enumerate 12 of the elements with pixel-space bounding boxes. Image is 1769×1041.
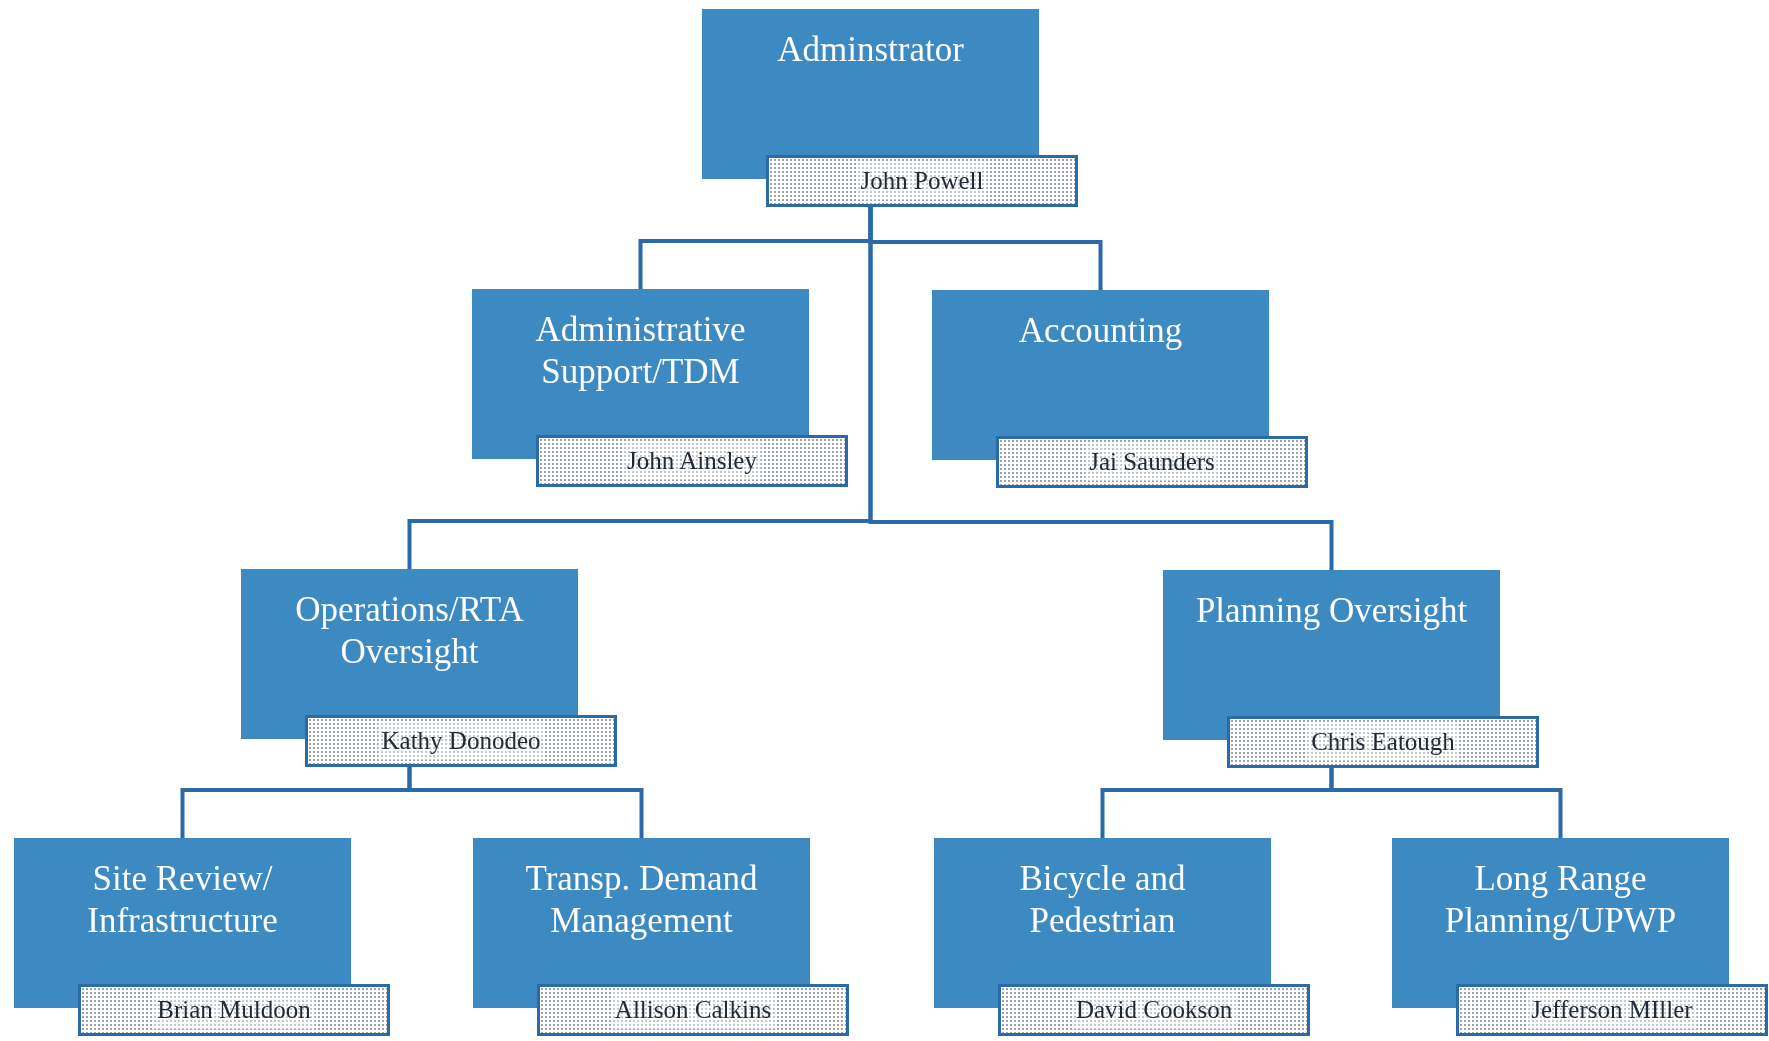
name-label-box: Allison Calkins: [537, 984, 849, 1036]
name-label-box: David Cookson: [998, 984, 1310, 1036]
name-label-box: Chris Eatough: [1227, 716, 1539, 768]
name-label-box: John Ainsley: [536, 435, 848, 487]
name-label-box: Jai Saunders: [996, 436, 1308, 488]
name-label-box: Brian Muldoon: [78, 984, 390, 1036]
name-label-box: John Powell: [766, 155, 1078, 207]
connector-line: [1329, 768, 1563, 838]
connector-line: [868, 207, 1334, 570]
connector-line: [407, 767, 644, 838]
name-label-box: Jefferson MIller: [1456, 984, 1768, 1036]
name-label-box: Kathy Donodeo: [305, 715, 617, 767]
